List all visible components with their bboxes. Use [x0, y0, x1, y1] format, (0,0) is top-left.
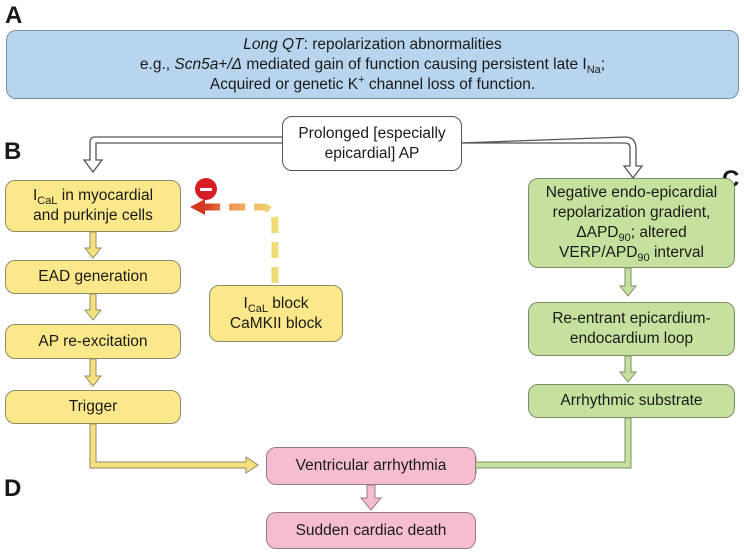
gradient-box: Negative endo-epicardial repolarization …	[528, 178, 735, 268]
panel-letter-b: B	[4, 138, 22, 165]
reentrant-loop-box: Re-entrant epicardium- endocardium loop	[528, 302, 735, 356]
reentrant-line-2: endocardium loop	[569, 330, 694, 347]
ventricular-arrhythmia-box: Ventricular arrhythmia	[266, 447, 476, 485]
block-line-2: CaMKII block	[229, 314, 323, 332]
long-qt-line-3: Acquired or genetic K+ channel loss of f…	[209, 73, 536, 93]
gradient-line-1: Negative endo-epicardial	[545, 184, 718, 201]
prolonged-ap-line-2: epicardial] AP	[324, 144, 420, 162]
block-line-1: ICaL block	[243, 294, 309, 315]
ical-box: ICaL in myocardial and purkinje cells	[5, 180, 181, 232]
sudden-cardiac-death-box: Sudden cardiac death	[266, 512, 476, 549]
sudden-cardiac-death-label: Sudden cardiac death	[295, 521, 447, 539]
left-chain-arrows	[83, 231, 259, 474]
block-box: ICaL block CaMKII block	[209, 285, 343, 342]
inhibition-sign-icon	[195, 178, 217, 200]
ead-generation-box: EAD generation	[5, 260, 181, 294]
ventricular-arrhythmia-label: Ventricular arrhythmia	[295, 457, 447, 474]
long-qt-line-2: e.g., Scn5a+/Δ mediated gain of function…	[139, 55, 606, 76]
arrhythmic-substrate-box: Arrhythmic substrate	[528, 384, 735, 418]
gradient-line-2: repolarization gradient,	[552, 204, 711, 221]
ap-reexcitation-label: AP re-excitation	[38, 332, 148, 350]
gradient-line-4: VERP/APD90 interval	[559, 244, 704, 265]
right-chain-arrows	[463, 267, 638, 474]
ical-line-1: ICaL in myocardial	[32, 187, 154, 208]
arrhythmia-to-death-arrow	[359, 484, 383, 511]
reentrant-line-1: Re-entrant epicardium-	[552, 310, 711, 327]
gradient-line-3: ΔAPD90; altered	[576, 224, 687, 245]
inhibition-dashed-arrow	[190, 199, 279, 283]
ap-reexcitation-box: AP re-excitation	[5, 324, 181, 359]
long-qt-line-1: Long QT: repolarization abnormalities	[243, 35, 502, 53]
panel-letter-d: D	[4, 475, 22, 502]
trigger-label: Trigger	[68, 398, 118, 415]
prolonged-ap-box: Prolonged [especially epicardial] AP	[282, 116, 462, 171]
long-qt-box: Long QT: repolarization abnormalities e.…	[6, 30, 739, 99]
ead-generation-label: EAD generation	[38, 268, 148, 285]
arrhythmic-substrate-label: Arrhythmic substrate	[560, 392, 703, 409]
trigger-box: Trigger	[5, 390, 181, 424]
panel-letter-a: A	[5, 2, 23, 29]
prolonged-ap-line-1: Prolonged [especially	[298, 124, 446, 142]
ical-line-2: and purkinje cells	[33, 207, 153, 224]
